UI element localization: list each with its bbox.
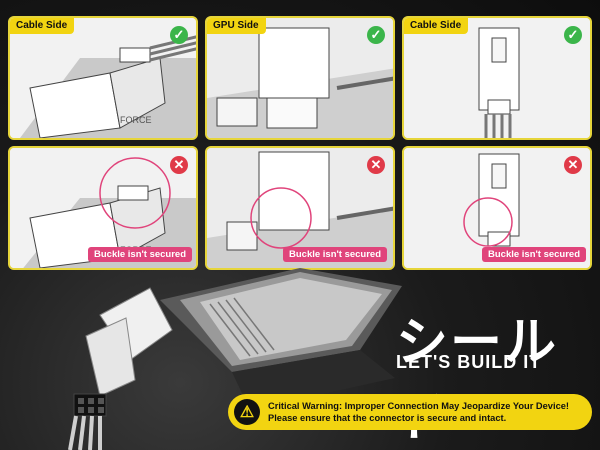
panel-title: GPU Side [207, 18, 266, 34]
cross-icon: ✕ [170, 156, 188, 174]
connector-illustration: FORCE [10, 18, 196, 138]
cross-icon: ✕ [367, 156, 385, 174]
check-icon: ✓ [170, 26, 188, 44]
panel-cable-side-incorrect: FORCE ✕ Buckle isn't secured [8, 146, 198, 270]
panel-title: Cable Side [10, 18, 75, 34]
warning-triangle-icon: ⚠ [234, 399, 260, 425]
panel-gpu-side-incorrect: ✕ Buckle isn't secured [205, 146, 395, 270]
panel-gpu-side-correct: GPU Side ✓ [205, 16, 395, 140]
panel-cable-side-correct: FORCE Cable Side ✓ [8, 16, 198, 140]
warning-text: Critical Warning: Improper Connection Ma… [268, 400, 569, 424]
panel-cable-side-view-incorrect: ✕ Buckle isn't secured [402, 146, 592, 270]
buckle-warning-label: Buckle isn't secured [283, 247, 388, 262]
connector-illustration [404, 18, 590, 138]
warning-line-2: Please ensure that the connector is secu… [268, 413, 507, 423]
panel-title: Cable Side [404, 18, 469, 34]
critical-warning-banner: ⚠ Critical Warning: Improper Connection … [228, 394, 592, 430]
slogan: LET'S BUILD IT [396, 352, 542, 372]
buckle-warning-label: Buckle isn't secured [88, 247, 193, 262]
check-icon: ✓ [564, 26, 582, 44]
svg-text:FORCE: FORCE [120, 115, 152, 125]
check-icon: ✓ [367, 26, 385, 44]
panel-cable-side-view-correct: Cable Side ✓ [402, 16, 592, 140]
buckle-warning-label: Buckle isn't secured [482, 247, 587, 262]
connector-illustration [207, 18, 393, 138]
warning-line-1: Critical Warning: Improper Connection Ma… [268, 401, 569, 411]
cross-icon: ✕ [564, 156, 582, 174]
